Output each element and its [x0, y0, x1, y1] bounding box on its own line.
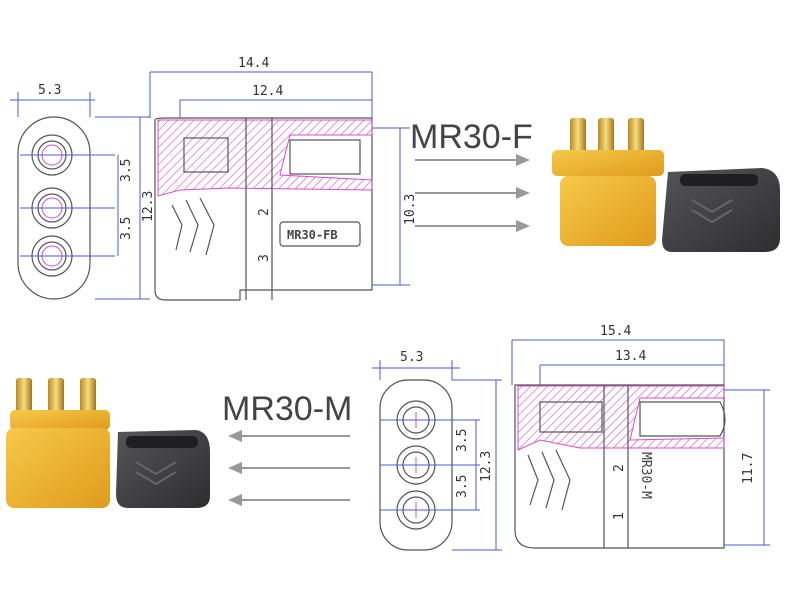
arrow-right-icon: [516, 220, 530, 232]
top-end-pitch-b-label: 3.5: [119, 217, 134, 240]
bottom-end-view: [372, 360, 502, 551]
bottom-end-pitch-b-label: 3.5: [455, 475, 470, 498]
bottom-pin-number-a: 2: [612, 464, 627, 472]
top-side-height-label: 10.3: [403, 194, 418, 225]
top-title: MR30-F: [410, 118, 533, 156]
bottom-side-view: [511, 339, 770, 549]
arrow-left-icon: [228, 462, 242, 474]
top-body-length-label: 12.4: [252, 84, 283, 99]
top-pin-number-b: 3: [257, 254, 272, 262]
arrow-left-icon: [228, 430, 242, 442]
bottom-connector-photo: [6, 378, 210, 508]
top-side-view: [149, 71, 410, 301]
top-arrows: [415, 154, 530, 232]
arrow-right-icon: [516, 187, 530, 199]
top-overall-length-label: 14.4: [238, 56, 269, 71]
bottom-end-width-label: 5.3: [400, 350, 423, 365]
top-end-width-label: 5.3: [38, 83, 61, 98]
bottom-side-model-label: MR30-M: [638, 452, 653, 499]
bottom-end-height-label: 12.3: [479, 451, 494, 482]
top-pin-number-a: 2: [257, 208, 272, 216]
top-end-pitch-a-label: 3.5: [119, 159, 134, 182]
arrow-right-icon: [516, 154, 530, 166]
bottom-arrows: [228, 430, 350, 506]
bottom-pin-number-b: 1: [612, 512, 627, 520]
bottom-side-height-label: 11.7: [741, 453, 756, 484]
top-side-model-label: MR30-FB: [287, 228, 338, 242]
top-connector-photo: [552, 118, 780, 252]
top-end-height-label: 12.3: [141, 191, 156, 222]
bottom-title: MR30-M: [222, 390, 352, 428]
top-end-view: [10, 92, 150, 300]
arrow-left-icon: [228, 494, 242, 506]
bottom-end-pitch-a-label: 3.5: [455, 429, 470, 452]
bottom-body-length-label: 13.4: [615, 349, 646, 364]
bottom-overall-length-label: 15.4: [600, 324, 631, 339]
